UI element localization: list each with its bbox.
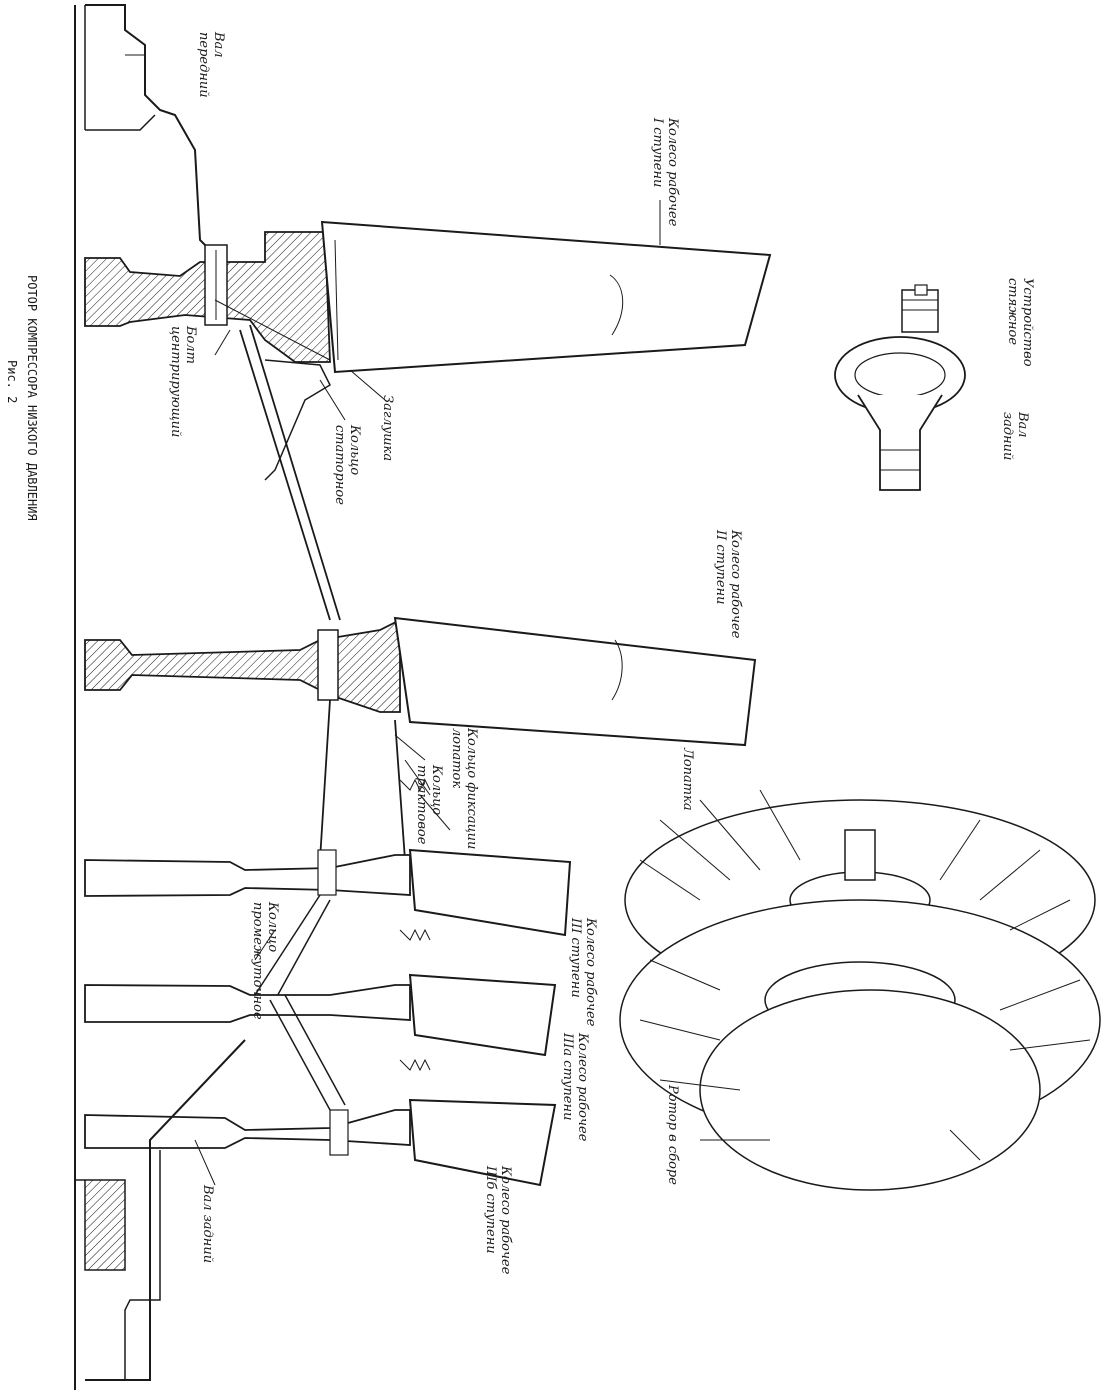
rear-shaft-flange-illustration bbox=[834, 336, 966, 491]
front-shaft-part bbox=[84, 4, 216, 256]
stage2-blade bbox=[393, 616, 757, 747]
label-tie-device: Устройство стяжное bbox=[1005, 278, 1035, 367]
leader-lines bbox=[194, 200, 661, 1186]
figure-title: РОТОР КОМПРЕССОРА НИЗКОГО ДАВЛЕНИЯ bbox=[25, 275, 39, 521]
label-centering-bolt: Болт центрирующий bbox=[168, 326, 198, 438]
label-blade-lock-ring: Кольцо фиксации лопаток bbox=[449, 728, 479, 850]
drum-cone-3 bbox=[269, 994, 346, 1111]
label-path-ring: Кольцо трактовое bbox=[414, 765, 444, 845]
intermediate-ring-cone bbox=[254, 894, 331, 1001]
stage3-blade bbox=[408, 848, 572, 937]
label-plug: Заглушка bbox=[380, 395, 395, 462]
drum-segment-2 bbox=[319, 699, 406, 861]
label-stage3-wheel: Колесо рабочее III ступени bbox=[568, 918, 598, 1027]
label-rear-shaft-part: Вал задний bbox=[1000, 412, 1030, 461]
label-stage1-wheel: Колесо рабочее I ступени bbox=[650, 118, 680, 227]
tie-device-illustration bbox=[901, 284, 939, 333]
label-intermediate-ring: Кольцо промежуточное bbox=[250, 902, 280, 1020]
stator-ring-shape bbox=[264, 359, 331, 481]
label-stage3a-wheel: Колесо рабочее IIIа ступени bbox=[560, 1033, 590, 1142]
stage1-blade bbox=[320, 220, 772, 374]
label-stator-ring: Кольцо статорное bbox=[332, 425, 362, 505]
stage3a-blade bbox=[408, 973, 557, 1057]
stage3a-disk bbox=[84, 984, 411, 1023]
label-stage3b-wheel: Колесо рабочее IIIб ступени bbox=[483, 1166, 513, 1275]
stage3-disk bbox=[84, 849, 411, 897]
label-blade: Лопатка bbox=[680, 748, 695, 811]
stage1-disk bbox=[84, 231, 331, 363]
rear-shaft-part bbox=[75, 1039, 246, 1381]
label-rear-shaft: Вал задний bbox=[200, 1185, 215, 1264]
label-assembled-rotor: Ротор в сборе bbox=[665, 1085, 680, 1185]
assembled-rotor-illustration bbox=[619, 789, 1101, 1191]
figure-number: Рис. 2 bbox=[5, 360, 19, 404]
label-front-shaft: Вал передний bbox=[196, 32, 226, 98]
stage2-disk bbox=[84, 618, 401, 713]
stage3b-disk bbox=[84, 1109, 411, 1156]
stage3b-blade bbox=[408, 1098, 557, 1187]
label-stage2-wheel: Колесо рабочее II ступени bbox=[713, 530, 743, 639]
drum-cone-1 bbox=[239, 324, 341, 621]
